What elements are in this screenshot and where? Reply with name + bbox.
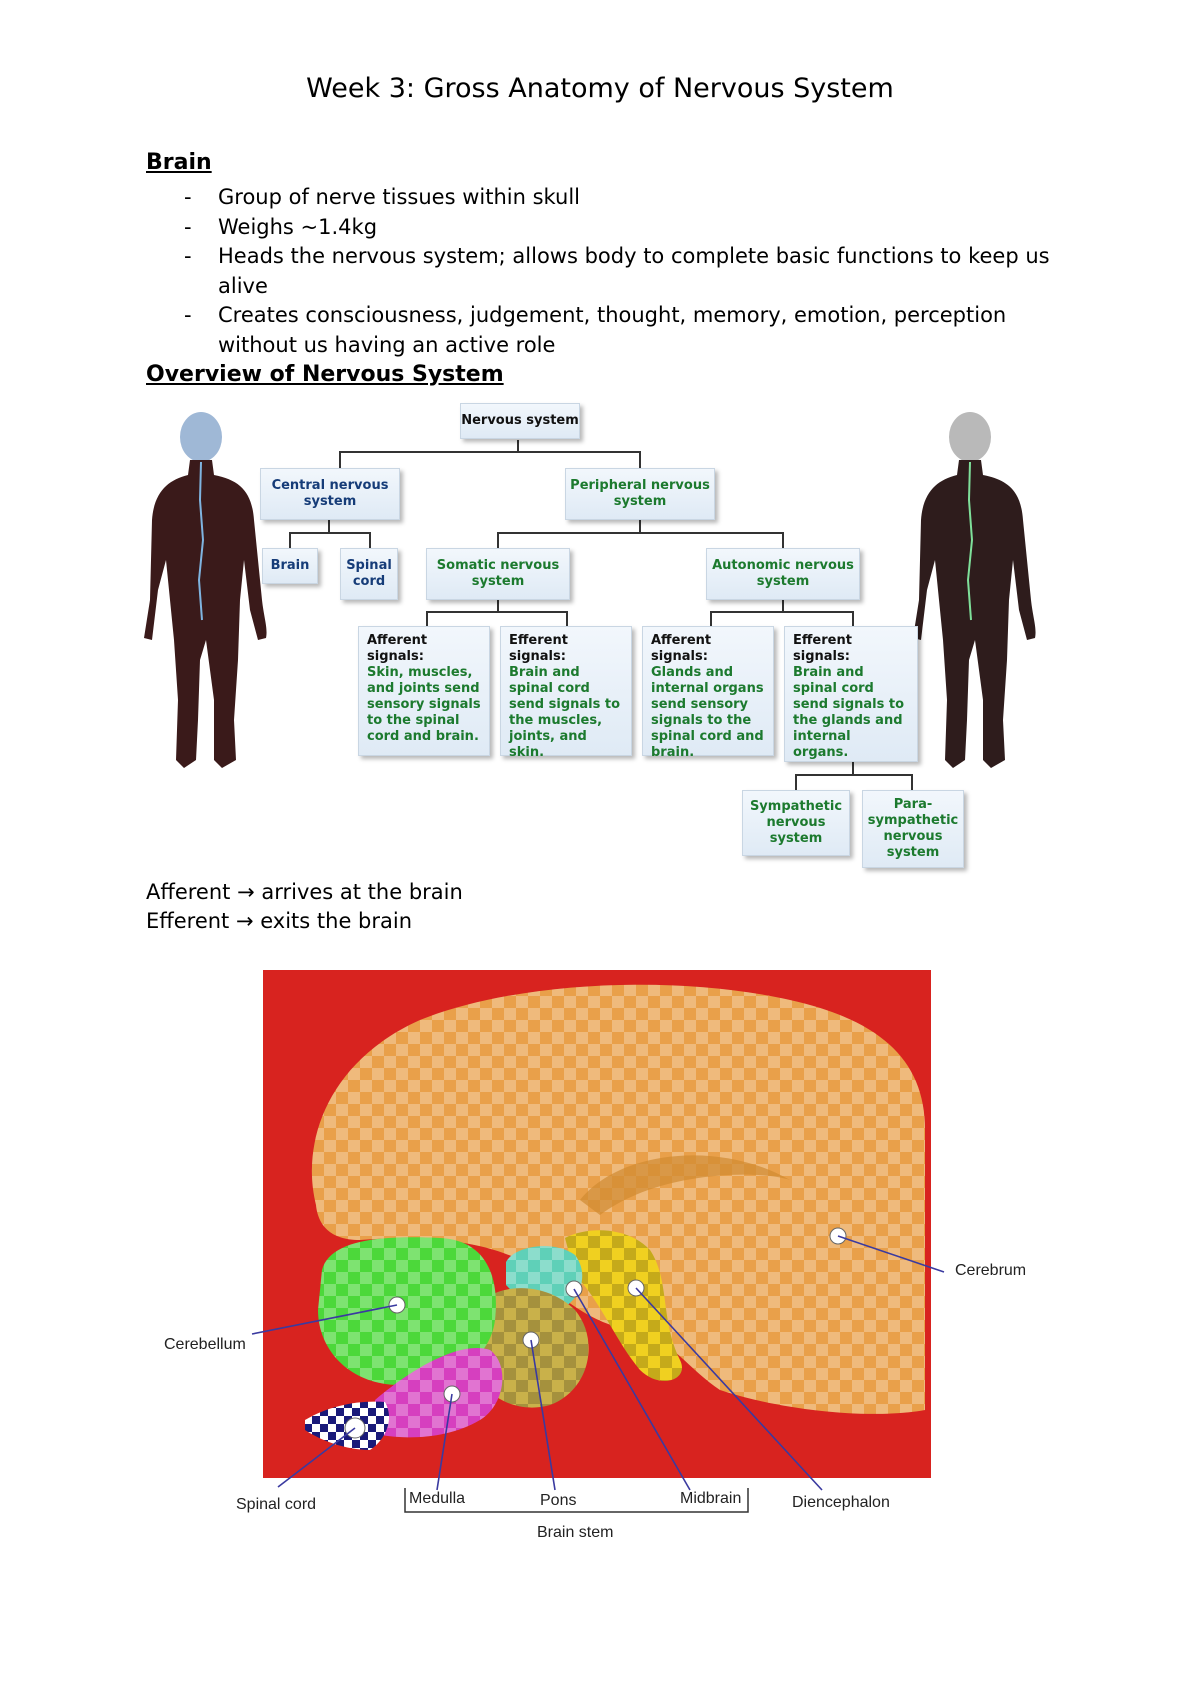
node-parasympathetic-nervous-system: Para-sympathetic nervous system (862, 790, 964, 868)
node-nervous-system: Nervous system (460, 403, 580, 439)
definition-efferent: Efferent → exits the brain (146, 909, 413, 933)
brain-stem-bracket (404, 1488, 749, 1513)
label-midbrain: Midbrain (680, 1490, 742, 1507)
node-autonomic-afferent: Afferent signals:Glands and internal org… (642, 626, 774, 760)
node-central-nervous-system: Central nervous system (260, 468, 400, 520)
label-cerebellum: Cerebellum (164, 1336, 246, 1353)
overview-heading: Overview of Nervous System (146, 362, 504, 387)
label-leader-lines (251, 1235, 945, 1491)
bullet-item: -Weighs ~1.4kg (184, 214, 378, 239)
node-somatic-efferent: Efferent signals:Brain and spinal cord s… (500, 626, 632, 760)
flowchart-connectors (289, 440, 913, 790)
brain-bullet-list: -Group of nerve tissues within skull -We… (146, 183, 1066, 360)
label-pons: Pons (540, 1492, 577, 1509)
label-diencephalon: Diencephalon (792, 1494, 890, 1511)
bullet-item: -Heads the nervous system; allows body t… (184, 244, 1050, 298)
cerebellum-region (318, 1237, 496, 1385)
node-sympathetic-nervous-system: Sympathetic nervous system (742, 790, 850, 856)
diencephalon-region (565, 1230, 682, 1381)
left-human-silhouette (144, 412, 267, 768)
bullet-item: -Creates consciousness, judgement, thoug… (184, 303, 1007, 357)
node-spinal-cord: Spinal cord (340, 548, 398, 600)
label-spinal-cord: Spinal cord (236, 1496, 317, 1513)
node-peripheral-nervous-system: Peripheral nervous system (565, 468, 715, 520)
page-title: Week 3: Gross Anatomy of Nervous System (306, 73, 894, 104)
node-brain: Brain (262, 548, 318, 584)
pons-region (470, 1288, 589, 1408)
label-brain-stem: Brain stem (537, 1524, 614, 1541)
definition-afferent: Afferent → arrives at the brain (146, 880, 463, 904)
node-autonomic-nervous-system: Autonomic nervous system (706, 548, 860, 600)
midbrain-region (506, 1246, 583, 1311)
bullet-item: -Group of nerve tissues within skull (184, 185, 581, 209)
afferent-efferent-definitions: Afferent → arrives at the brain Efferent… (146, 878, 463, 936)
brain-heading: Brain (146, 150, 212, 175)
node-autonomic-efferent: Efferent signals:Brain and spinal cord s… (784, 626, 918, 762)
right-human-silhouette (913, 412, 1036, 768)
spinal-cord-region (305, 1401, 390, 1450)
nervous-system-flowchart: Nervous system Central nervous system Pe… (144, 403, 1036, 868)
label-cerebrum: Cerebrum (955, 1262, 1027, 1279)
medulla-region (375, 1348, 503, 1438)
cerebrum-region (311, 984, 925, 1414)
node-somatic-afferent: Afferent signals:Skin, muscles, and join… (358, 626, 490, 756)
label-medulla: Medulla (409, 1490, 466, 1507)
human-figures-illustration (144, 412, 1036, 790)
node-somatic-nervous-system: Somatic nervous system (426, 548, 570, 600)
figure-red-background (263, 970, 931, 1478)
